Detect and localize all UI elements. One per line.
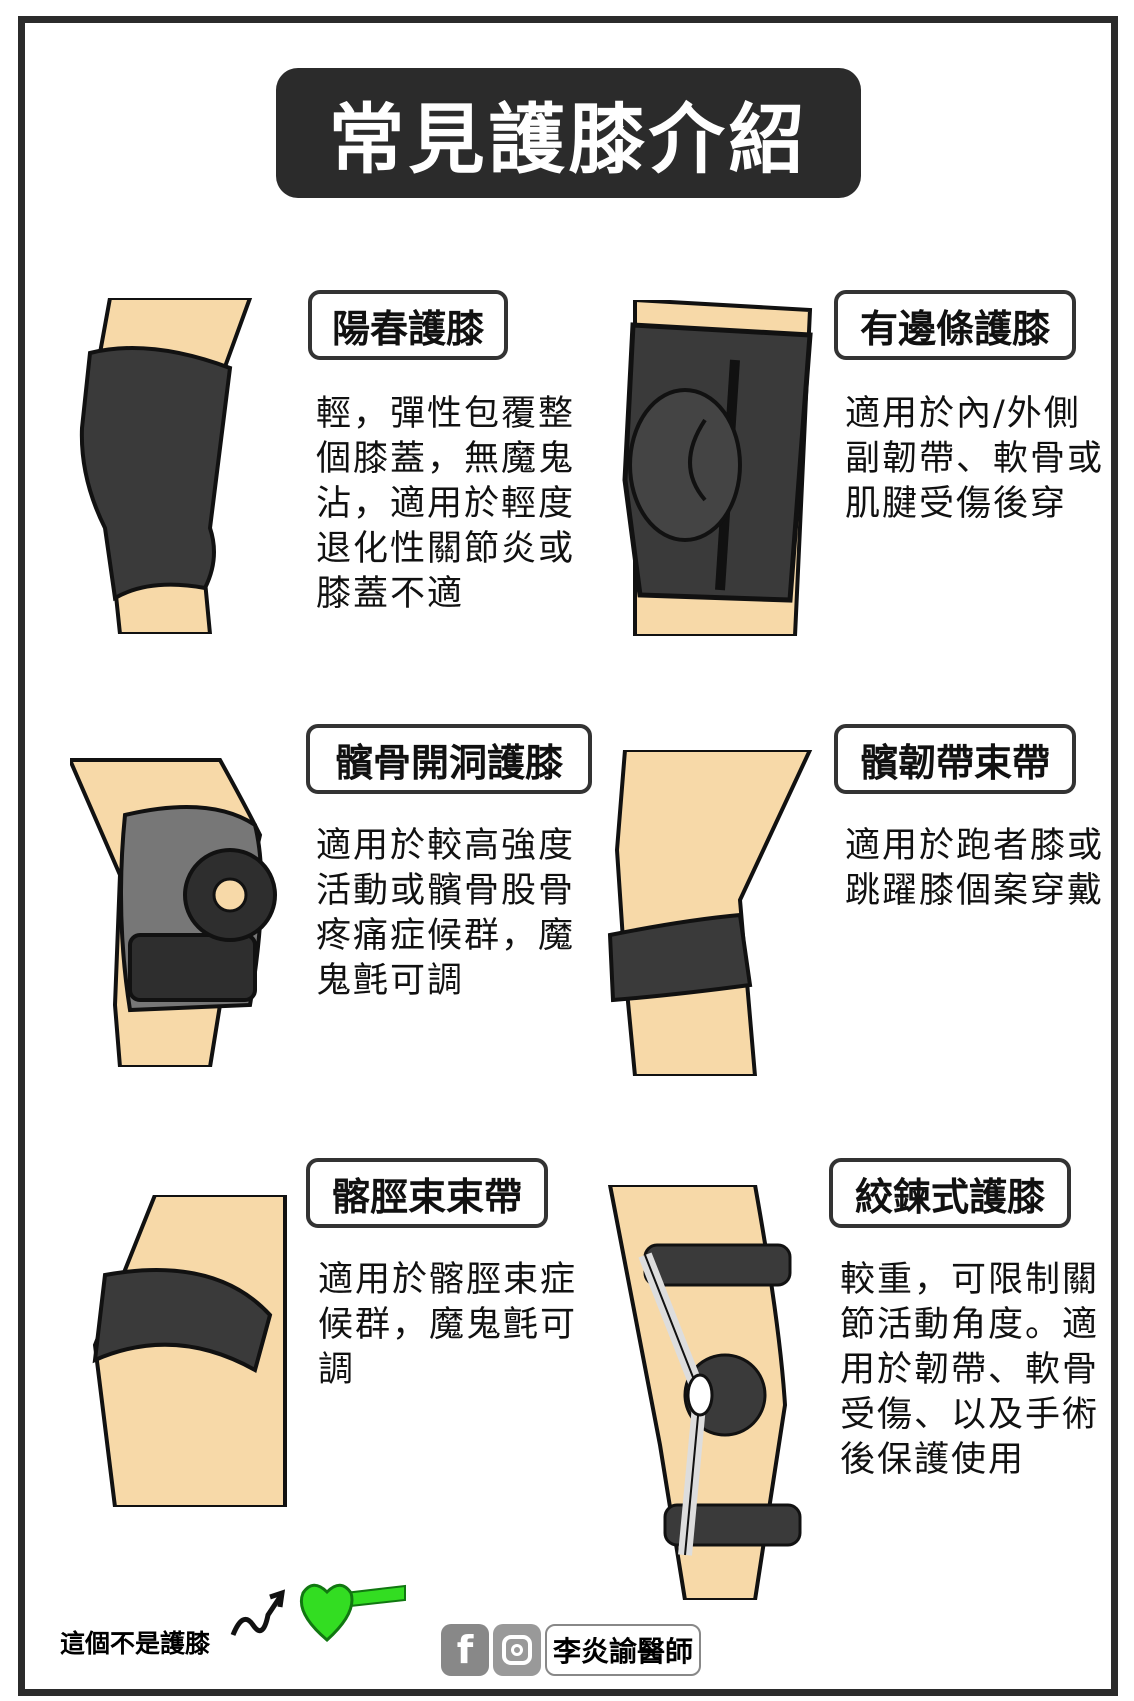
brace-desc-patella-hole: 適用於較高強度活動或髕骨股骨疼痛症候群，魔鬼氈可調 [316, 826, 576, 1001]
strip-knee-brace-illustration [622, 300, 813, 636]
hinged-knee-brace-illustration [607, 1185, 802, 1600]
brace-desc-it-band: 適用於髂脛束症候群，魔鬼氈可調 [318, 1260, 578, 1390]
brace-desc-strip: 適用於內/外側副韌帶、軟骨或肌腱受傷後穿 [845, 394, 1105, 524]
brace-desc-patellar-strap: 適用於跑者膝或跳躍膝個案穿戴 [845, 826, 1105, 911]
brace-label-patella-hole: 髕骨開洞護膝 [306, 724, 592, 794]
author-name: 李炎諭醫師 [545, 1624, 702, 1676]
patellar-tendon-strap-illustration [607, 750, 813, 1076]
basic-knee-sleeve-illustration [79, 298, 253, 634]
frame [18, 16, 1118, 1696]
brace-label-hinged: 絞鍊式護膝 [829, 1158, 1071, 1228]
arrow-icon [230, 1589, 286, 1636]
brace-label-strip: 有邊條護膝 [834, 290, 1076, 360]
it-band-strap-illustration [92, 1195, 287, 1507]
heart-clip-icon [300, 1583, 406, 1642]
instagram-icon [493, 1624, 541, 1676]
page-title: 常見護膝介紹 [276, 68, 861, 198]
brace-desc-basic: 輕，彈性包覆整個膝蓋，無魔鬼沾，適用於輕度退化性關節炎或膝蓋不適 [316, 394, 576, 614]
patella-hole-brace-illustration [70, 758, 277, 1067]
social-badge: f 李炎諭醫師 [441, 1624, 702, 1676]
footer-note: 這個不是護膝 [60, 1629, 211, 1658]
brace-label-patellar-strap: 髕韌帶束帶 [834, 724, 1076, 794]
brace-label-it-band: 髂脛束束帶 [306, 1158, 548, 1228]
brace-desc-hinged: 較重，可限制關節活動角度。適用於韌帶、軟骨受傷、以及手術後保護使用 [840, 1260, 1100, 1480]
brace-label-basic: 陽春護膝 [308, 290, 508, 360]
facebook-icon: f [441, 1624, 489, 1676]
